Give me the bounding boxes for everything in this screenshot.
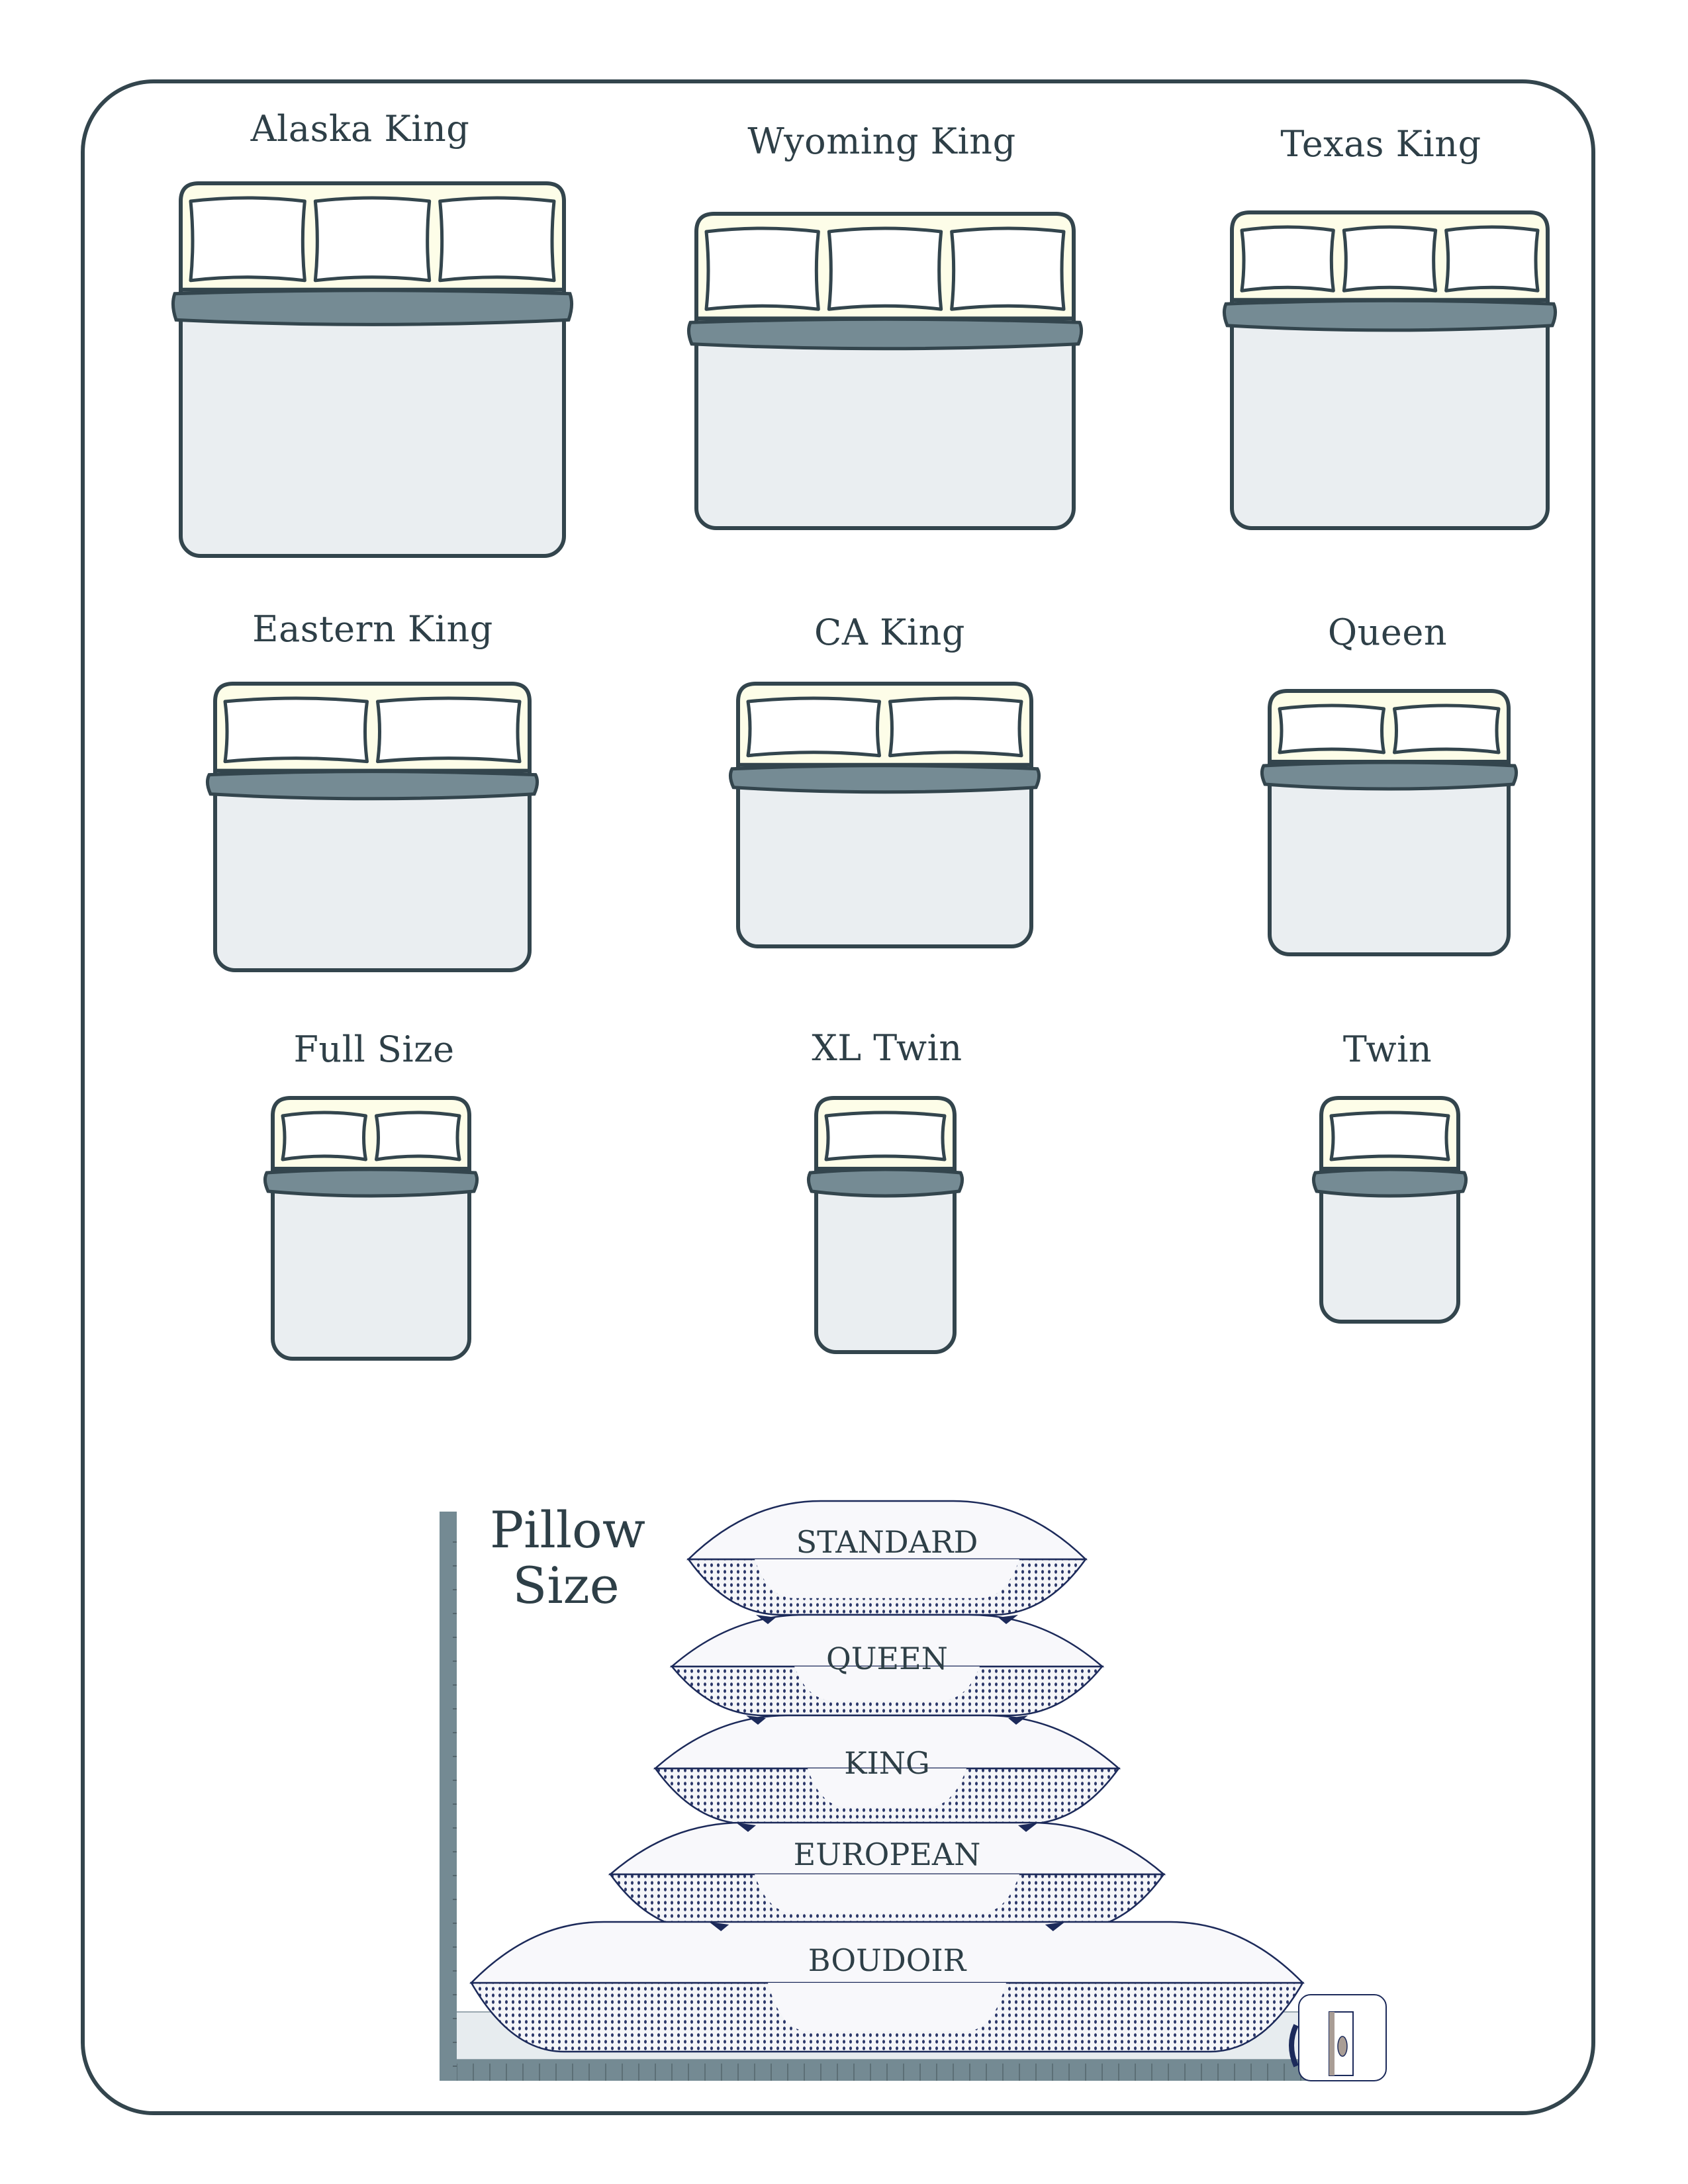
pillow-label-king: KING [844, 1745, 930, 1781]
bed-illustration-ca-king [728, 682, 1041, 948]
duvet-fold [1311, 1167, 1468, 1198]
bed-illustration-twin [1311, 1096, 1468, 1324]
pillow-icon [375, 1111, 461, 1161]
pillow-top [669, 1614, 1105, 1668]
pillow-size-title: Pillow Size [490, 1500, 645, 1615]
duvet-fold [263, 1167, 479, 1198]
bed-label-xl-twin: XL Twin [812, 1027, 962, 1069]
pillow-label-european: EUROPEAN [794, 1837, 981, 1872]
vertical-ruler [440, 1512, 457, 2081]
pillow-european: EUROPEAN [608, 1821, 1166, 1931]
pillow-icon [950, 226, 1066, 311]
pillow-icon [1240, 225, 1335, 293]
pillow-icon [1444, 225, 1540, 293]
vertical-ruler-ticks [453, 1541, 457, 2067]
ruler-ticks [456, 2064, 1301, 2081]
pillow-label-patch [755, 1559, 1019, 1598]
pillow-icon [438, 196, 556, 283]
pillow-king: KING [653, 1714, 1121, 1825]
pillow-top [653, 1714, 1121, 1770]
bed-label-texas-king: Texas King [1280, 123, 1481, 165]
pillow-top [608, 1821, 1166, 1876]
pillow-label-patch [794, 1666, 980, 1701]
duvet-fold [686, 317, 1084, 351]
pillow-icon [888, 696, 1023, 758]
pillow-fold-accent [746, 1715, 766, 1725]
pillow-label-standard: STANDARD [796, 1524, 978, 1560]
pillow-label-patch [808, 1768, 966, 1807]
pillow-icon [824, 1111, 947, 1161]
duvet-fold [205, 770, 539, 801]
pillow-icon [704, 226, 820, 311]
duvet-fold [728, 764, 1041, 794]
bed-label-alaska-king: Alaska King [250, 108, 470, 150]
bed-illustration-eastern-king [205, 682, 539, 972]
pillow-icon [827, 226, 943, 311]
bed-illustration-texas-king [1222, 210, 1558, 530]
pillow-label-patch [755, 1874, 1019, 1913]
bed-label-twin: Twin [1342, 1028, 1432, 1070]
pillow-icon [746, 696, 881, 758]
pillow-icon [376, 696, 522, 764]
bed-illustration-xl-twin [806, 1096, 964, 1354]
pillow-fold-accent [998, 1615, 1018, 1624]
pillow-label-queen: QUEEN [826, 1641, 948, 1676]
bed-label-full-size: Full Size [293, 1028, 455, 1070]
pillow-fold-accent [756, 1615, 776, 1624]
duvet-fold [806, 1167, 964, 1198]
pillow-icon [313, 196, 432, 283]
pillow-fold-accent [1008, 1715, 1028, 1725]
shelf-front [447, 2060, 1308, 2081]
duvet-fold [1260, 760, 1519, 791]
pillow-queen: QUEEN [669, 1614, 1105, 1717]
pillow-stack: STANDARD QUEEN KING EUROPEAN BOUDOIR [469, 1500, 1305, 2053]
pillow-fold-accent [709, 1922, 729, 1931]
bed-label-eastern-king: Eastern King [252, 608, 493, 650]
bed-label-wyoming-king: Wyoming King [747, 120, 1016, 162]
bed-label-queen: Queen [1327, 612, 1448, 653]
bed-label-ca-king: CA King [814, 612, 965, 653]
pillow-icon [223, 696, 369, 764]
pillow-standard: STANDARD [686, 1500, 1088, 1616]
pillow-size-title-line1: Pillow [490, 1500, 645, 1559]
pillow-fold-accent [1045, 1922, 1065, 1931]
bed-illustration-queen [1260, 689, 1519, 956]
pillow-icon [189, 196, 306, 283]
pillow-icon [1329, 1111, 1450, 1161]
pillow-top [469, 1921, 1305, 1984]
pillow-top [686, 1500, 1088, 1561]
bed-illustration-wyoming-king [686, 212, 1084, 530]
pillow-fold-accent [1018, 1823, 1038, 1832]
pillow-label-boudoir: BOUDOIR [808, 1942, 967, 1978]
pillow-icon [1342, 225, 1438, 293]
pillow-icon [1278, 704, 1385, 754]
pillow-fold-accent [736, 1823, 756, 1832]
bed-illustration-alaska-king [171, 181, 574, 558]
pillow-label-patch [768, 1983, 1006, 2031]
chart-frame [81, 79, 1595, 2115]
pillow-tag [1289, 1994, 1387, 2081]
duvet-fold [1222, 298, 1558, 332]
pillow-boudoir: BOUDOIR [469, 1921, 1305, 2053]
pillow-icon [281, 1111, 367, 1161]
bed-illustration-full-size [263, 1096, 479, 1361]
duvet-fold [171, 289, 574, 326]
pillow-icon [1393, 704, 1501, 754]
pillow-size-title-line2: Size [512, 1555, 620, 1615]
